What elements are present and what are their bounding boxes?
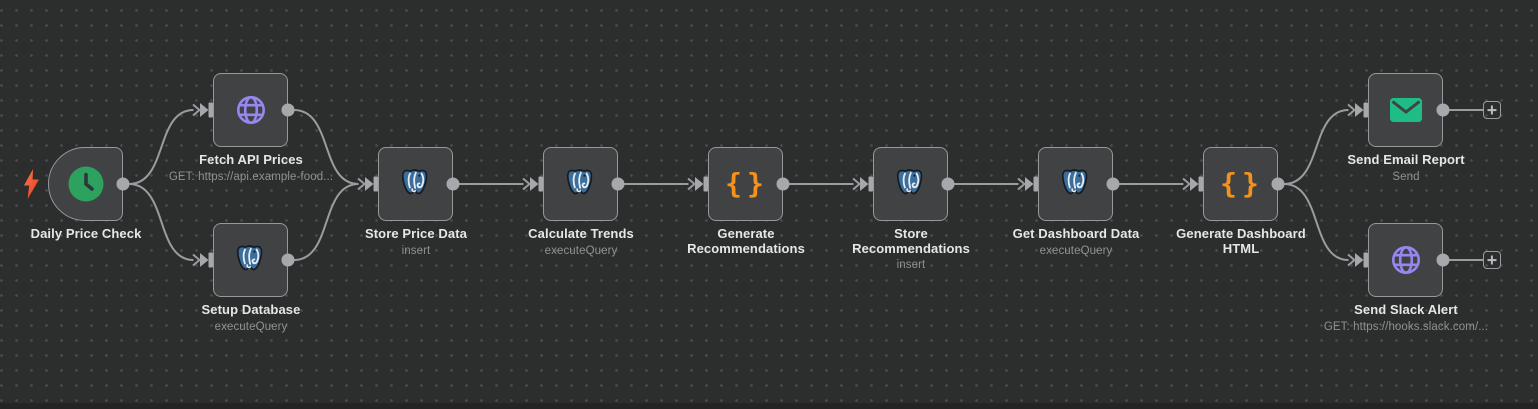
node-label-setup-database: Setup Database executeQuery bbox=[174, 302, 328, 334]
node-title: Setup Database bbox=[201, 302, 301, 317]
edge-arrow-chevron bbox=[192, 103, 202, 117]
canvas-bottom-shade bbox=[0, 403, 1538, 409]
input-arrow bbox=[200, 103, 209, 117]
node-title: Generate Dashboard HTML bbox=[1176, 226, 1306, 256]
node-title: Get Dashboard Data bbox=[1012, 226, 1140, 241]
node-subtitle: GET: https://api.example-food... bbox=[168, 170, 334, 183]
plus-icon bbox=[1487, 259, 1497, 261]
edge-trigger-to-setup[interactable] bbox=[128, 183, 194, 261]
node-label-calculate-trends: Calculate Trends executeQuery bbox=[504, 226, 658, 258]
node-title: Calculate Trends bbox=[528, 226, 634, 241]
edge-arrow-chevron bbox=[1347, 103, 1357, 117]
node-label-store-recommendations: Store Recommendations insert bbox=[834, 226, 988, 273]
node-send-slack-alert[interactable] bbox=[1368, 223, 1443, 297]
add-node-button[interactable] bbox=[1483, 101, 1501, 119]
postgres-icon bbox=[896, 169, 922, 195]
node-label-fetch-api-prices: Fetch API Prices GET: https://api.exampl… bbox=[169, 152, 333, 184]
code-braces-icon: {} bbox=[1220, 167, 1264, 200]
edge-arrow-chevron bbox=[357, 177, 367, 191]
node-label-get-dashboard-data: Get Dashboard Data executeQuery bbox=[999, 226, 1153, 258]
input-arrow bbox=[200, 253, 209, 267]
input-arrow bbox=[1025, 177, 1034, 191]
node-subtitle: insert bbox=[896, 259, 926, 271]
node-get-dashboard-data[interactable] bbox=[1038, 147, 1113, 221]
input-arrow bbox=[365, 177, 374, 191]
node-label-send-slack-alert: Send Slack Alert GET: https://hooks.slac… bbox=[1324, 302, 1488, 334]
node-subtitle: Send bbox=[1392, 170, 1420, 183]
node-title: Store Recommendations bbox=[852, 226, 970, 256]
input-arrow bbox=[860, 177, 869, 191]
node-title: Send Slack Alert bbox=[1354, 302, 1458, 317]
email-icon bbox=[1389, 98, 1422, 122]
edge-arrow-chevron bbox=[852, 177, 862, 191]
node-subtitle: executeQuery bbox=[1039, 244, 1113, 257]
node-store-recommendations[interactable] bbox=[873, 147, 948, 221]
node-send-email-report[interactable] bbox=[1368, 73, 1443, 147]
node-label-generate-recommendations: Generate Recommendations bbox=[669, 226, 823, 256]
add-node-button[interactable] bbox=[1483, 251, 1501, 269]
input-arrow bbox=[1190, 177, 1199, 191]
node-title: Daily Price Check bbox=[30, 226, 142, 241]
input-arrow bbox=[530, 177, 539, 191]
plus-icon bbox=[1487, 109, 1497, 111]
node-generate-dashboard-html[interactable]: {} bbox=[1203, 147, 1278, 221]
node-title: Store Price Data bbox=[364, 226, 468, 241]
node-title: Generate Recommendations bbox=[687, 226, 805, 256]
node-fetch-api-prices[interactable] bbox=[213, 73, 288, 147]
trigger-lightning-icon bbox=[24, 169, 39, 199]
edge-arrow-chevron bbox=[522, 177, 532, 191]
node-daily-price-check[interactable] bbox=[48, 147, 123, 221]
node-subtitle: GET: https://hooks.slack.com/... bbox=[1323, 320, 1489, 333]
node-subtitle: executeQuery bbox=[214, 320, 288, 333]
node-title: Fetch API Prices bbox=[199, 152, 303, 167]
postgres-icon bbox=[1061, 169, 1087, 195]
node-store-price-data[interactable] bbox=[378, 147, 453, 221]
input-arrow bbox=[1355, 253, 1364, 267]
postgres-icon bbox=[236, 245, 262, 271]
edge-arrow-chevron bbox=[192, 253, 202, 267]
node-label-send-email-report: Send Email Report Send bbox=[1329, 152, 1483, 184]
node-label-daily-price-check: Daily Price Check bbox=[9, 226, 163, 242]
globe-icon bbox=[1391, 246, 1420, 274]
node-title: Send Email Report bbox=[1347, 152, 1465, 167]
node-label-store-price-data: Store Price Data insert bbox=[339, 226, 493, 258]
node-setup-database[interactable] bbox=[213, 223, 288, 297]
edge-arrow-chevron bbox=[1017, 177, 1027, 191]
code-braces-icon: {} bbox=[725, 167, 769, 200]
input-arrow bbox=[1355, 103, 1364, 117]
node-calculate-trends[interactable] bbox=[543, 147, 618, 221]
edge-arrow-chevron bbox=[1182, 177, 1192, 191]
input-arrow bbox=[695, 177, 704, 191]
edge-arrow-chevron bbox=[1347, 253, 1357, 267]
postgres-icon bbox=[566, 169, 592, 195]
node-label-generate-dashboard-html: Generate Dashboard HTML bbox=[1164, 226, 1318, 256]
node-subtitle: executeQuery bbox=[544, 244, 618, 257]
edge-arrow-chevron bbox=[687, 177, 697, 191]
globe-icon bbox=[236, 96, 265, 124]
node-subtitle: insert bbox=[401, 244, 431, 257]
node-generate-recommendations[interactable]: {} bbox=[708, 147, 783, 221]
postgres-icon bbox=[401, 169, 427, 195]
clock-icon bbox=[68, 166, 103, 202]
